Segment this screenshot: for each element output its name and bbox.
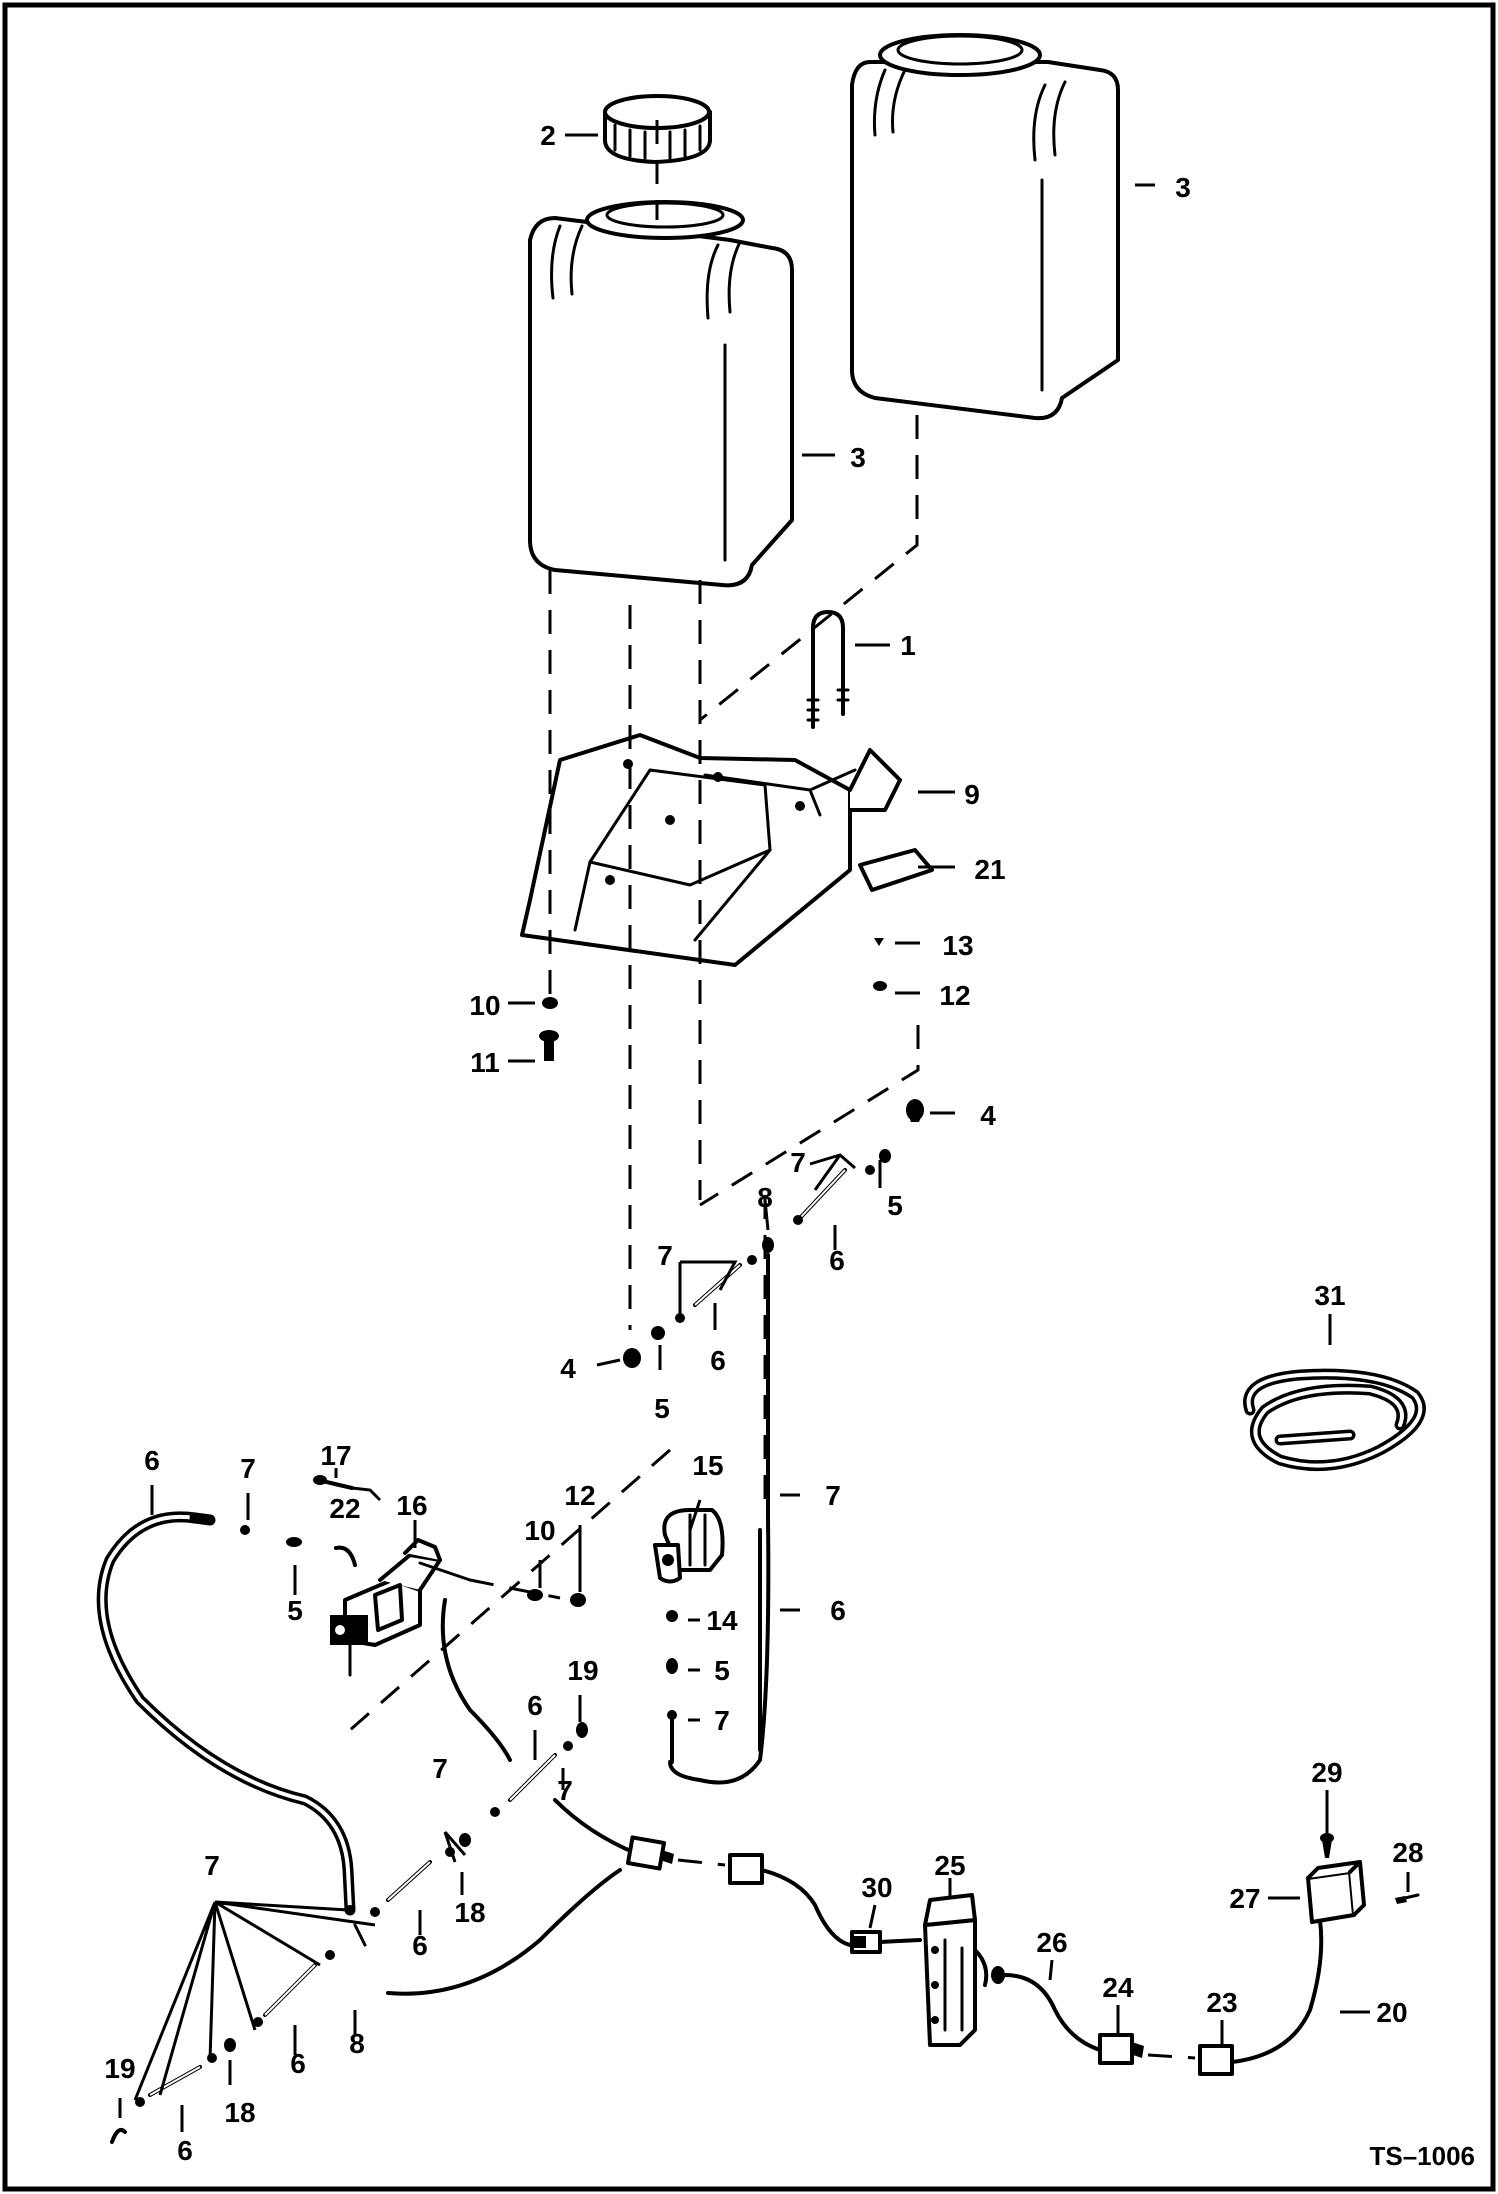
callout-5-strainer: 5 — [714, 1655, 730, 1686]
hose-return — [668, 1253, 771, 1785]
callout-5-upper-right: 5 — [887, 1190, 903, 1221]
callout-8-lower: 8 — [349, 2028, 365, 2059]
callouts: 1 2 3 3 9 21 13 12 10 11 4 7 5 8 6 7 6 4… — [104, 120, 1475, 2171]
callout-3-rear: 3 — [1175, 172, 1191, 203]
callout-6-right-hose: 6 — [830, 1595, 846, 1626]
callout-15: 15 — [692, 1450, 723, 1481]
callout-16: 16 — [396, 1490, 427, 1521]
callout-2: 2 — [540, 120, 556, 151]
clamp-plate — [858, 848, 934, 892]
callout-6-nozzle-upper: 6 — [527, 1690, 543, 1721]
callout-7-right-hose: 7 — [825, 1480, 841, 1511]
callout-8-upper: 8 — [757, 1182, 773, 1213]
u-bolt — [806, 610, 850, 729]
callout-7-loop: 7 — [240, 1453, 256, 1484]
callout-7-nozzle-a: 7 — [432, 1753, 448, 1784]
callout-23: 23 — [1206, 1987, 1237, 2018]
callout-26: 26 — [1036, 1927, 1067, 1958]
callout-13: 13 — [942, 930, 973, 961]
callout-1: 1 — [900, 630, 916, 661]
hose-supply — [96, 1511, 356, 1916]
callout-3-front: 3 — [850, 442, 866, 473]
callout-31: 31 — [1314, 1280, 1345, 1311]
drawing-reference: TS–1006 — [1369, 2141, 1475, 2171]
callout-11: 11 — [470, 1047, 500, 1078]
callout-6-upper-right: 6 — [829, 1245, 845, 1276]
alignment-lines — [349, 120, 920, 1732]
callout-17: 17 — [320, 1440, 351, 1471]
callout-12-upper: 12 — [939, 980, 970, 1011]
callout-24: 24 — [1102, 1972, 1134, 2003]
hose-coil — [1243, 1368, 1426, 1472]
callout-28: 28 — [1392, 1837, 1423, 1868]
callout-4-lower: 4 — [560, 1353, 576, 1384]
callout-18-lower: 18 — [224, 2097, 255, 2128]
tank-rear — [850, 33, 1120, 421]
callout-7-upper-right: 7 — [790, 1147, 806, 1178]
callout-6-nozzle-mid: 6 — [412, 1930, 428, 1961]
callout-14: 14 — [706, 1605, 738, 1636]
lower-fittings — [110, 1722, 588, 2144]
callout-19-upper: 19 — [567, 1655, 598, 1686]
callout-5-pump: 5 — [287, 1595, 303, 1626]
callout-6-nozzle-low: 6 — [290, 2048, 306, 2079]
callout-27: 27 — [1229, 1883, 1260, 1914]
callout-21: 21 — [974, 854, 1005, 885]
callout-7-strainer: 7 — [714, 1705, 730, 1736]
bolt-11 — [544, 1035, 554, 1061]
elbow-22 — [334, 1545, 357, 1567]
lockwasher-13 — [874, 938, 884, 946]
callout-19-lower: 19 — [104, 2053, 135, 2084]
callout-9: 9 — [964, 779, 980, 810]
pump-wire — [440, 1598, 512, 1762]
callout-18-upper: 18 — [454, 1897, 485, 1928]
leader-lines — [118, 133, 1410, 2132]
washer-10 — [542, 997, 558, 1009]
callout-6-bottom: 6 — [177, 2135, 193, 2166]
callout-4-upper: 4 — [980, 1100, 996, 1131]
callout-6-upper-left: 6 — [710, 1345, 726, 1376]
callout-30: 30 — [861, 1872, 892, 1903]
callout-22: 22 — [329, 1493, 360, 1524]
callout-20: 20 — [1376, 1997, 1407, 2028]
tank-front — [528, 200, 794, 588]
harness — [553, 1798, 1420, 2076]
callout-10-upper: 10 — [469, 990, 500, 1021]
callout-6-loop: 6 — [144, 1445, 160, 1476]
callout-29: 29 — [1311, 1757, 1342, 1788]
callout-12-lower: 12 — [564, 1480, 595, 1511]
nut-12 — [873, 981, 887, 991]
callout-5-upper-left: 5 — [654, 1393, 670, 1424]
callout-7-fan: 7 — [204, 1850, 220, 1881]
callout-25: 25 — [934, 1850, 965, 1881]
nozzle-wire — [386, 1868, 622, 1996]
pump — [330, 1538, 472, 1677]
callout-7-nozzle-b: 7 — [557, 1775, 573, 1806]
strainer — [653, 1508, 725, 1584]
callout-7-upper-left: 7 — [657, 1240, 673, 1271]
upper-fittings — [623, 1099, 924, 1368]
callout-10-lower: 10 — [524, 1515, 555, 1546]
mount-bracket — [520, 733, 902, 967]
